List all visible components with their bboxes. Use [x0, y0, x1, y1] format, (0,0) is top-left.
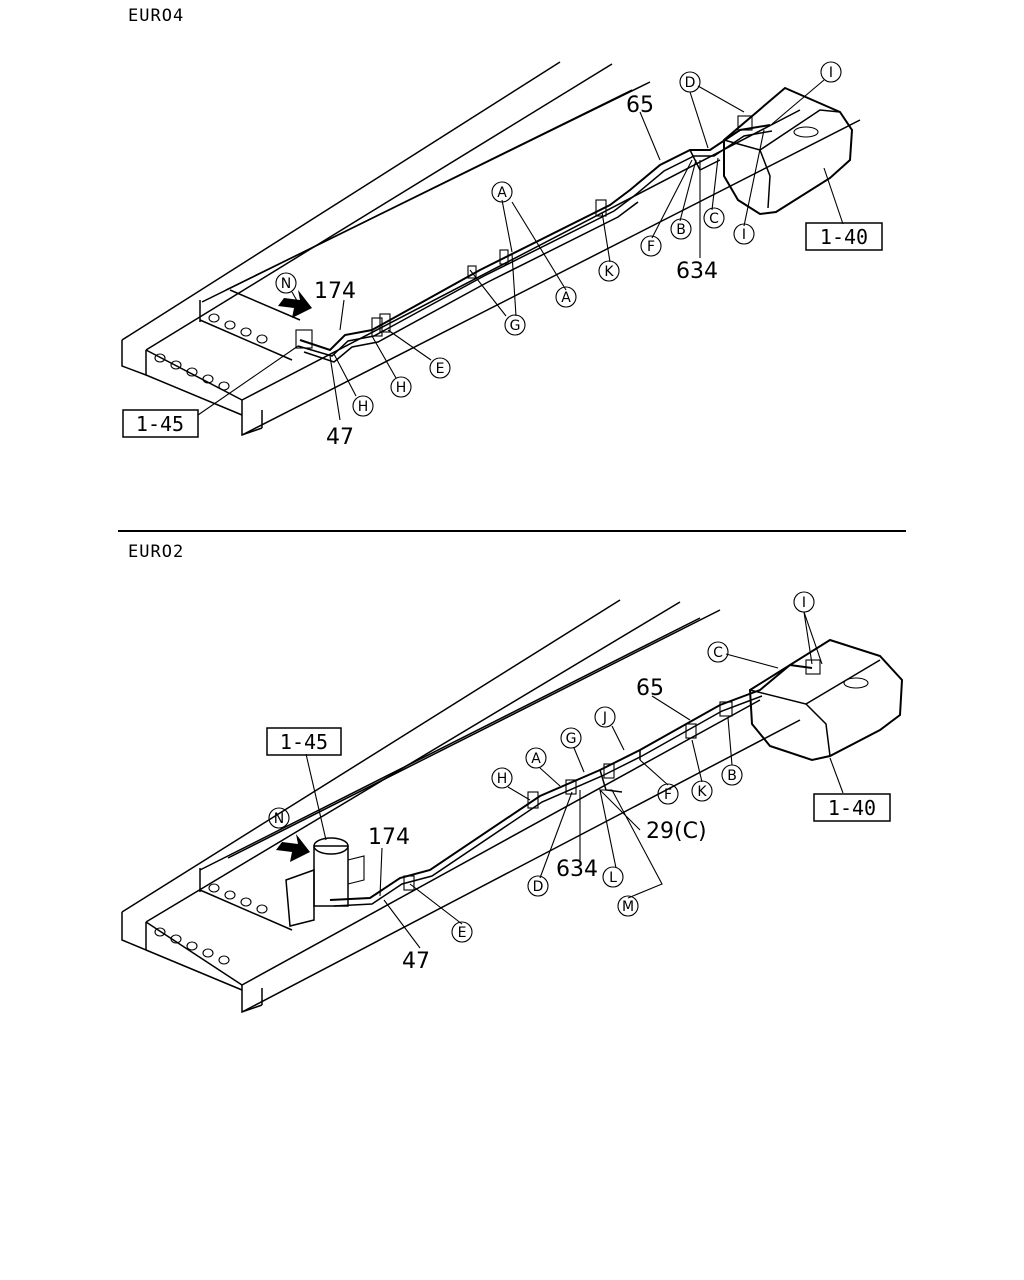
leader-lines [305, 611, 844, 949]
svg-text:I: I [829, 65, 833, 81]
callout-d: D [527, 875, 549, 897]
ref-box-1-40: 1-40 [805, 222, 883, 251]
pipe-clips [403, 659, 821, 891]
svg-text:I: I [742, 227, 746, 243]
svg-text:D: D [685, 75, 696, 91]
svg-text:L: L [609, 870, 617, 886]
svg-text:F: F [647, 239, 655, 255]
frame-rails [121, 599, 801, 1014]
svg-text:J: J [602, 710, 607, 726]
callout-g: G [560, 727, 582, 749]
callout-h: H [352, 395, 374, 417]
svg-text:H: H [497, 771, 508, 787]
part-number-47: 47 [326, 425, 354, 450]
fuel-filter-assembly [285, 837, 365, 927]
svg-text:E: E [436, 361, 445, 377]
svg-text:G: G [566, 731, 577, 747]
callout-d: D [679, 71, 701, 93]
svg-text:1-45: 1-45 [280, 730, 328, 754]
callout-h: H [491, 767, 513, 789]
callout-e: E [451, 921, 473, 943]
callout-j: J [594, 706, 616, 728]
euro4-diagram: 65 174 634 47 1-40 1-45 A A G K F B C I … [121, 61, 883, 450]
svg-text:F: F [664, 787, 672, 803]
section-divider [118, 530, 906, 532]
svg-text:A: A [531, 751, 541, 767]
callout-e: E [429, 357, 451, 379]
part-number-174: 174 [368, 825, 410, 850]
svg-text:N: N [274, 811, 284, 827]
callout-a: A [555, 286, 577, 308]
callout-i: I [793, 591, 815, 613]
callout-f: F [657, 783, 679, 805]
direction-arrow [276, 834, 310, 862]
svg-text:B: B [727, 768, 737, 784]
frame-rails [121, 61, 861, 437]
svg-text:C: C [709, 211, 719, 227]
svg-text:A: A [497, 185, 507, 201]
callout-n: N [268, 807, 290, 829]
pipe-clips [295, 115, 753, 349]
svg-text:H: H [358, 399, 369, 415]
svg-text:I: I [802, 595, 806, 611]
fuel-tank [723, 86, 854, 216]
callout-b: B [721, 764, 743, 786]
callout-l: L [602, 866, 624, 888]
callout-a: A [525, 747, 547, 769]
svg-text:G: G [510, 318, 521, 334]
ref-box-1-40: 1-40 [813, 793, 891, 822]
callout-g: G [504, 314, 526, 336]
svg-text:1-45: 1-45 [136, 412, 184, 436]
callout-h: H [390, 376, 412, 398]
callout-b: B [670, 218, 692, 240]
direction-arrow [278, 290, 312, 318]
ref-box-1-45: 1-45 [122, 409, 199, 438]
fuel-lines [297, 124, 773, 363]
callout-c: C [703, 207, 725, 229]
part-number-47: 47 [402, 949, 430, 974]
svg-text:N: N [281, 276, 291, 292]
section-title-euro4: EURO4 [128, 6, 185, 26]
svg-text:C: C [713, 645, 723, 661]
svg-text:M: M [622, 899, 634, 915]
callout-k: K [598, 260, 620, 282]
callout-k: K [691, 780, 713, 802]
section-title-euro2: EURO2 [128, 542, 185, 562]
part-number-174: 174 [314, 279, 356, 304]
ref-box-1-45: 1-45 [266, 727, 342, 756]
callout-m: M [617, 895, 639, 917]
svg-text:K: K [697, 784, 707, 800]
euro2-diagram: 65 174 634 47 29(C) 1-40 1-45 I C J G A … [121, 591, 904, 1014]
leader-lines [197, 79, 844, 421]
part-number-634: 634 [556, 857, 598, 882]
callout-f: F [640, 235, 662, 257]
svg-text:E: E [458, 925, 467, 941]
part-number-634: 634 [676, 259, 718, 284]
svg-text:1-40: 1-40 [828, 796, 876, 820]
callout-c: C [707, 641, 729, 663]
svg-text:B: B [676, 222, 686, 238]
svg-text:A: A [561, 290, 571, 306]
callout-n: N [275, 272, 297, 294]
fuel-tank [748, 638, 904, 762]
svg-text:D: D [533, 879, 544, 895]
svg-text:H: H [396, 380, 407, 396]
part-number-65: 65 [636, 676, 664, 701]
part-number-65: 65 [626, 93, 654, 118]
callout-i: I [820, 61, 842, 83]
svg-text:1-40: 1-40 [820, 225, 868, 249]
callout-a: A [491, 181, 513, 203]
svg-text:K: K [604, 264, 614, 280]
callout-i: I [733, 223, 755, 245]
part-number-29-c: 29(C) [646, 819, 707, 844]
